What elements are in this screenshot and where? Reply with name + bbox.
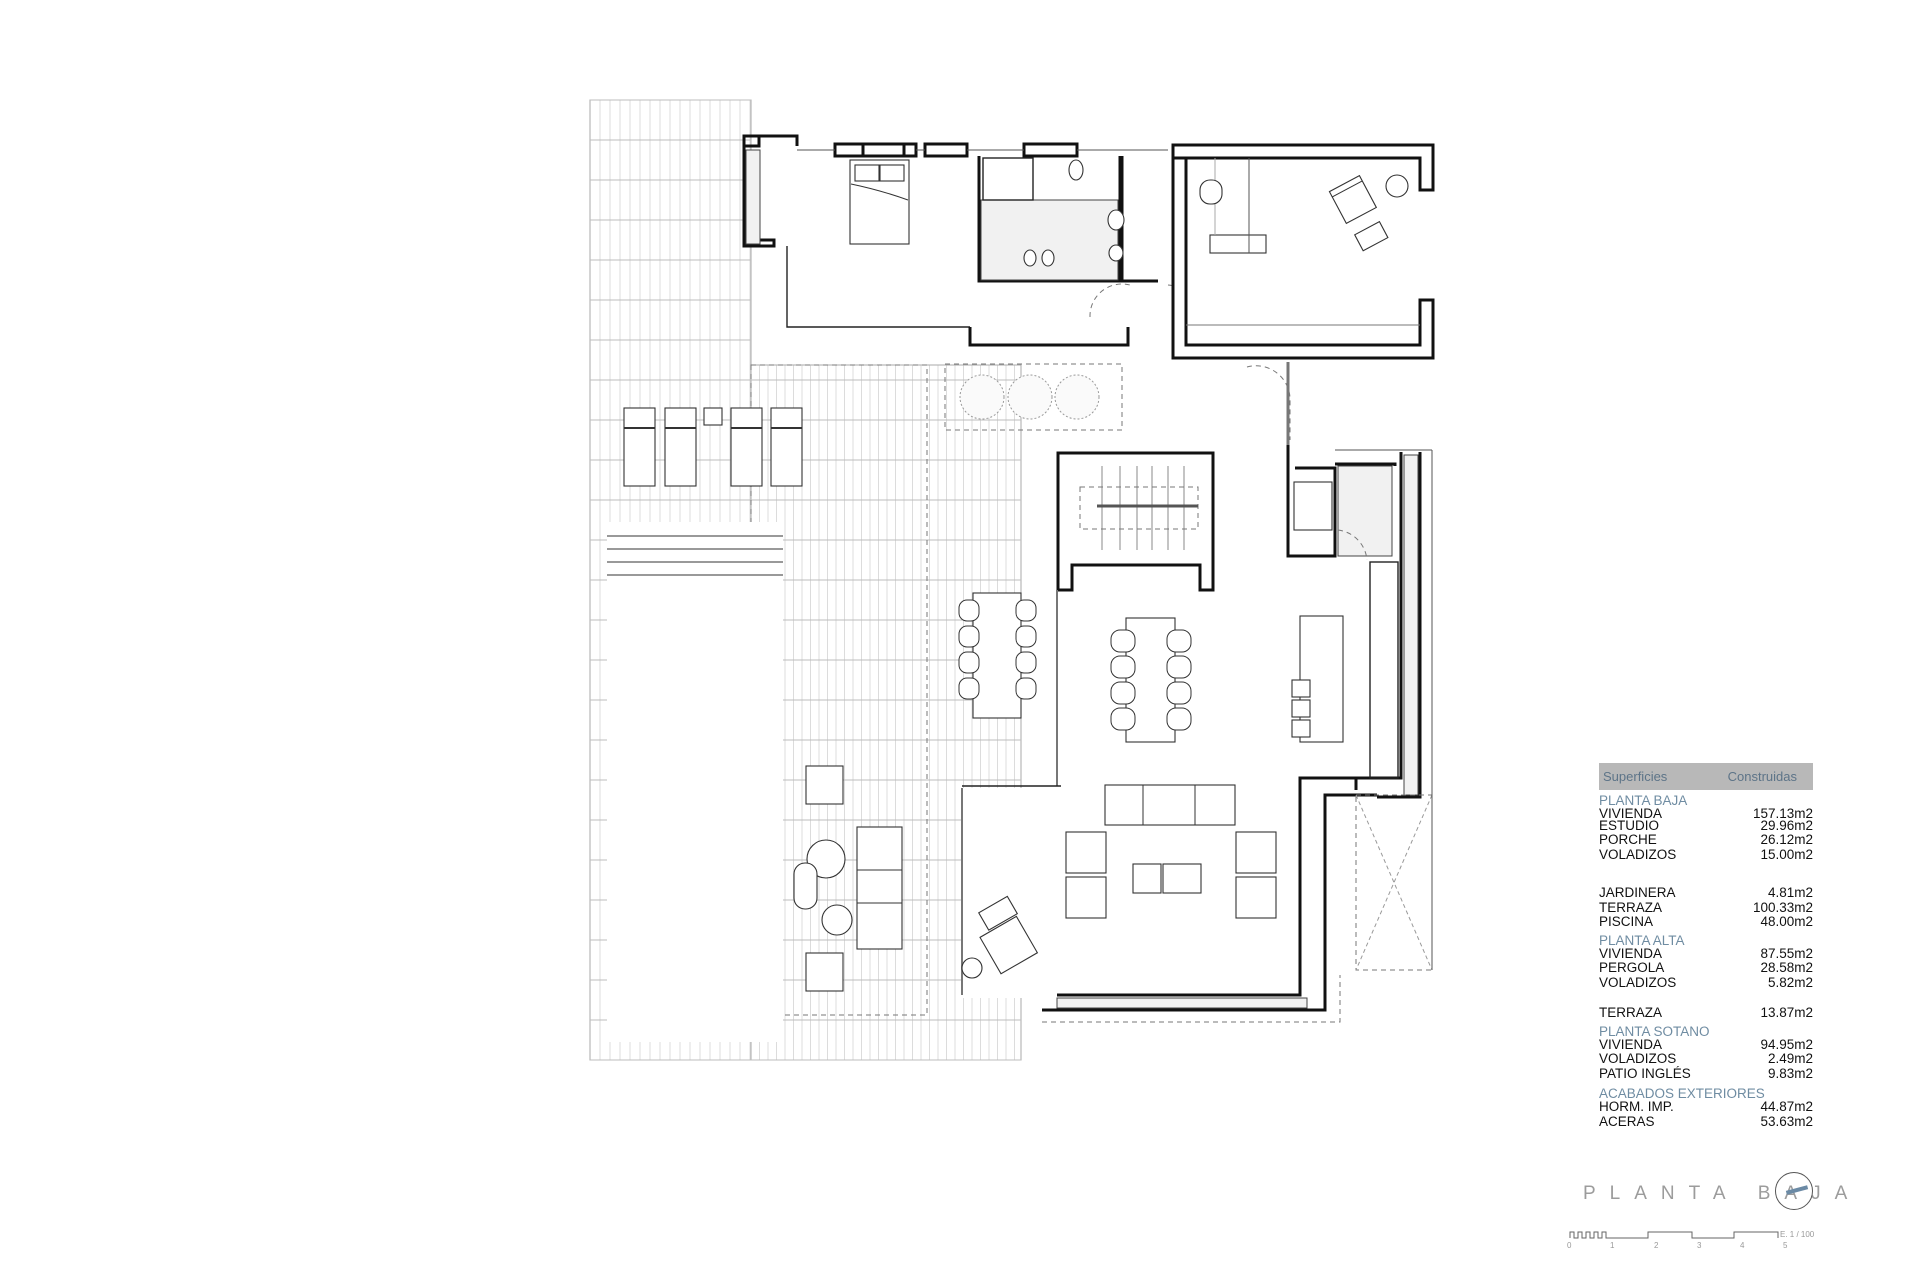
row-label: JARDINERA <box>1599 885 1676 900</box>
row-label: HORM. IMP. <box>1599 1099 1674 1114</box>
table-row: ESTUDIO 29.96m2 <box>1599 817 1813 834</box>
areas-table-header: Superficies Construidas <box>1599 763 1813 790</box>
row-value: 5.82m2 <box>1767 974 1813 990</box>
header-construidas: Construidas <box>1727 769 1797 784</box>
row-label: ACERAS <box>1599 1113 1655 1129</box>
row-value: 87.55m2 <box>1760 945 1813 961</box>
table-row: VIVIENDA 157.13m2 <box>1599 806 1813 822</box>
scale-bar <box>1569 1231 1779 1239</box>
row-label: PORCHE <box>1599 832 1657 847</box>
scale-tick: 0 <box>1567 1241 1572 1250</box>
header-superficies: Superficies <box>1603 769 1668 784</box>
table-row: VOLADIZOS 15.00m2 <box>1599 846 1813 863</box>
row-value: 100.33m2 <box>1752 899 1813 915</box>
drawing-title: PLANTA BAJA <box>1583 1183 1862 1204</box>
table-row: PORCHE 26.12m2 <box>1599 832 1813 848</box>
row-label: VIVIENDA <box>1599 945 1663 961</box>
row-value: 15.00m2 <box>1760 846 1813 862</box>
table-row: ACERAS 53.63m2 <box>1599 1113 1813 1130</box>
table-row: PERGOLA 28.58m2 <box>1599 960 1813 976</box>
scale-tick: 2 <box>1654 1241 1659 1250</box>
row-label: VOLADIZOS <box>1599 846 1677 862</box>
row-label: TERRAZA <box>1599 1005 1663 1020</box>
table-row: PATIO INGLÉS 9.83m2 <box>1599 1065 1813 1082</box>
row-value: 94.95m2 <box>1760 1036 1813 1052</box>
outdoor-dining <box>958 592 1037 719</box>
row-label: TERRAZA <box>1599 899 1663 915</box>
row-value: 157.13m2 <box>1752 806 1813 821</box>
table-row: JARDINERA 4.81m2 <box>1599 885 1813 901</box>
row-value: 53.63m2 <box>1760 1113 1813 1129</box>
row-value: 29.96m2 <box>1760 817 1813 833</box>
row-label: ESTUDIO <box>1599 817 1660 833</box>
section-title: ACABADOS EXTERIORES <box>1599 1086 1765 1101</box>
row-value: 13.87m2 <box>1760 1005 1813 1020</box>
bedroom-wing <box>742 134 1199 347</box>
row-value: 28.58m2 <box>1760 960 1813 975</box>
table-row: HORM. IMP. 44.87m2 <box>1599 1099 1813 1115</box>
section-title: PLANTA BAJA <box>1599 793 1688 808</box>
table-row: TERRAZA 13.87m2 <box>1599 1005 1813 1021</box>
table-row: TERRAZA 100.33m2 <box>1599 899 1813 916</box>
scale-tick: 1 <box>1610 1241 1615 1250</box>
row-label: PATIO INGLÉS <box>1599 1065 1691 1081</box>
scale-tick: 3 <box>1697 1241 1702 1250</box>
scale-tick: 4 <box>1740 1241 1745 1250</box>
row-value: 44.87m2 <box>1760 1099 1813 1114</box>
row-label: PERGOLA <box>1599 960 1665 975</box>
swimming-pool <box>607 522 783 1042</box>
row-value: 26.12m2 <box>1760 832 1813 847</box>
row-value: 2.49m2 <box>1767 1051 1813 1066</box>
section-title: PLANTA ALTA <box>1599 932 1685 948</box>
table-row: VOLADIZOS 5.82m2 <box>1599 974 1813 991</box>
row-label: VOLADIZOS <box>1599 1051 1677 1066</box>
row-label: PISCINA <box>1599 914 1654 929</box>
row-label: VOLADIZOS <box>1599 974 1677 990</box>
table-row: VIVIENDA 87.55m2 <box>1599 945 1813 962</box>
row-value: 4.81m2 <box>1767 885 1813 900</box>
scale-label: E. 1 / 100 <box>1780 1230 1815 1239</box>
planter <box>944 363 1123 431</box>
table-row: PISCINA 48.00m2 <box>1599 914 1813 930</box>
table-row: VIVIENDA 94.95m2 <box>1599 1036 1813 1053</box>
row-label: VIVIENDA <box>1599 806 1663 821</box>
table-row: VOLADIZOS 2.49m2 <box>1599 1051 1813 1067</box>
outdoor-lounge <box>793 765 903 992</box>
sun-loungers <box>623 407 803 487</box>
studio <box>1171 143 1435 445</box>
row-label: VIVIENDA <box>1599 1036 1663 1052</box>
main-living-area <box>961 445 1433 1023</box>
areas-table: Superficies Construidas PLANTA BAJA VIVI… <box>1599 763 1813 1129</box>
section-title: PLANTA SOTANO <box>1599 1023 1710 1039</box>
scale-tick: 5 <box>1783 1241 1788 1250</box>
row-value: 9.83m2 <box>1767 1065 1813 1081</box>
north-arrow-icon <box>1775 1172 1813 1210</box>
row-value: 48.00m2 <box>1760 914 1813 929</box>
